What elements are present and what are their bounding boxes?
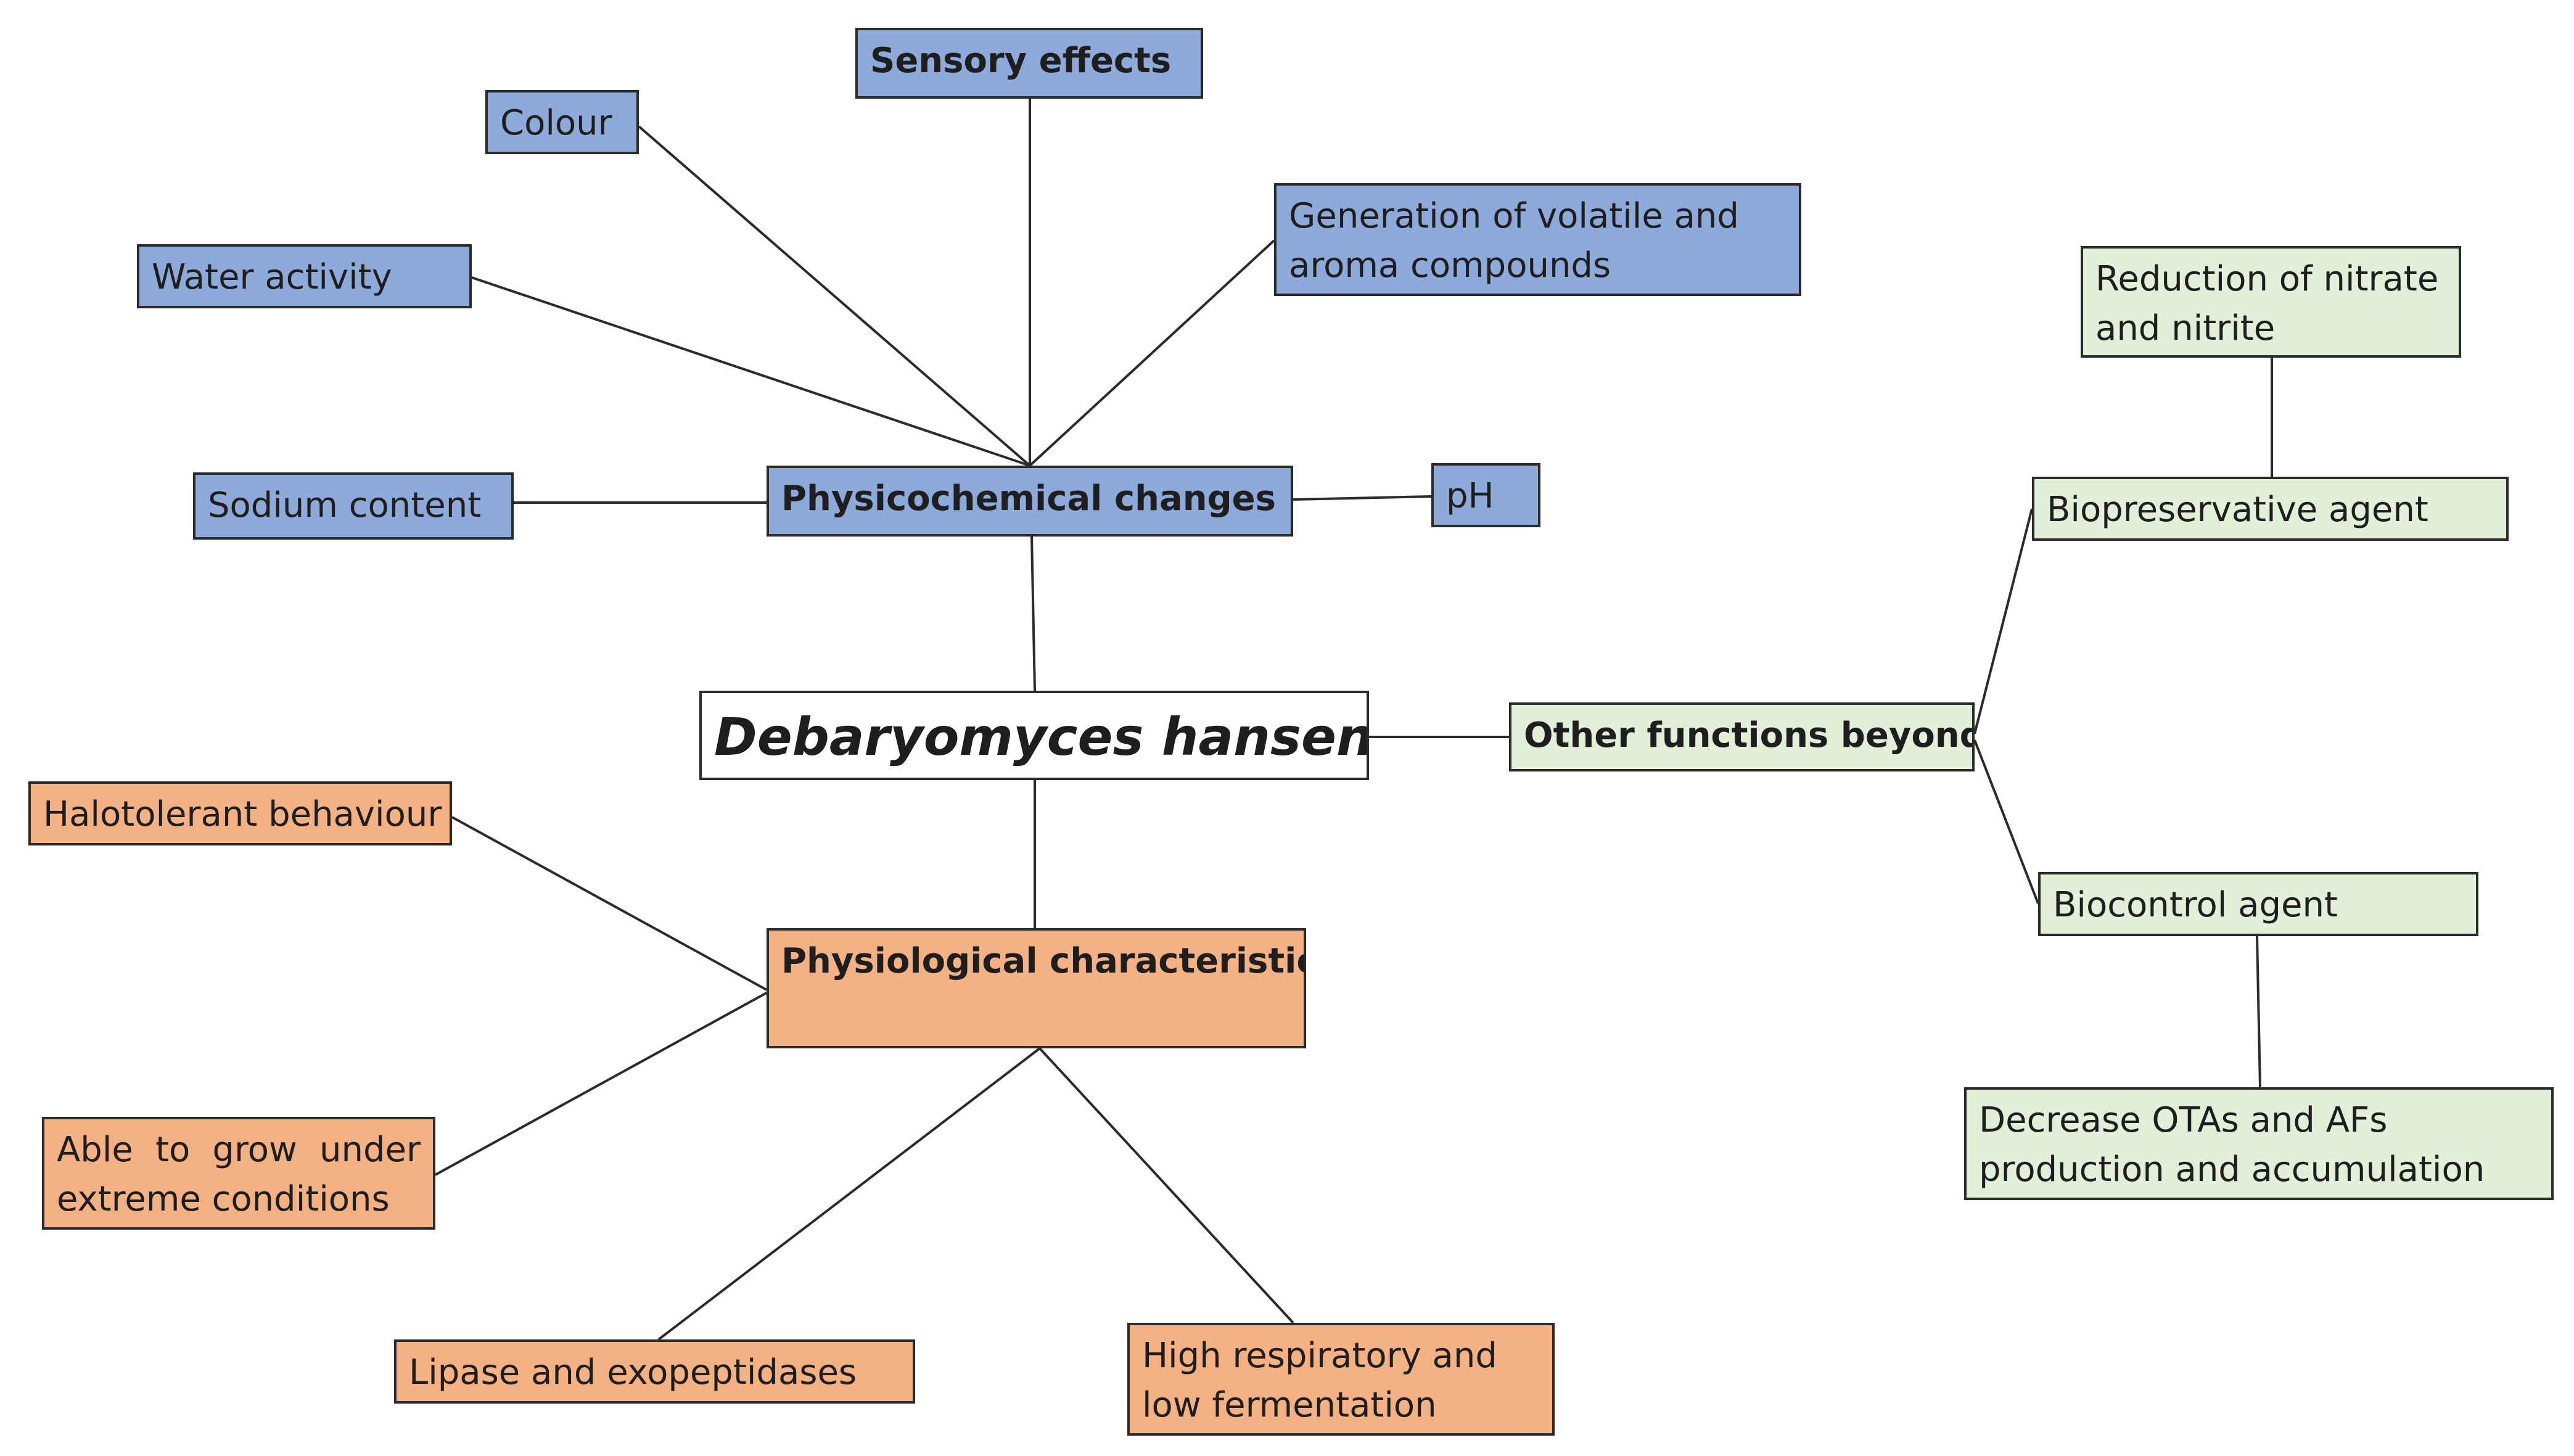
other-functions-label: Other functions beyond — [1524, 715, 1975, 755]
physiological-characteristics-node: Physiological characteristics — [767, 928, 1306, 1048]
link-physicochemical-central — [1030, 536, 1036, 691]
sodium-content-label: Sodium content — [208, 485, 482, 525]
colour-label: Colour — [500, 103, 612, 143]
ph-node: pH — [1431, 463, 1540, 527]
link-extreme — [435, 992, 767, 1176]
biopreservative-agent-node: Biopreservative agent — [2032, 477, 2509, 541]
lipase-label: Lipase and exopeptidases — [409, 1352, 857, 1392]
link-biopreservative — [1973, 508, 2033, 734]
otas-afs-label: Decrease OTAs and AFs production and acc… — [1979, 1100, 2485, 1190]
respiratory-node: High respiratory and low fermentation ac… — [1127, 1323, 1555, 1436]
otas-afs-node: Decrease OTAs and AFs production and acc… — [1964, 1087, 2554, 1200]
water-activity-node: Water activity — [137, 244, 472, 308]
link-respiratory — [1038, 1047, 1294, 1324]
sodium-content-node: Sodium content — [193, 472, 514, 540]
colour-node: Colour — [485, 90, 639, 154]
lipase-node: Lipase and exopeptidases — [394, 1339, 915, 1404]
nitrate-reduction-label: Reduction of nitrate and nitrite — [2095, 259, 2439, 348]
extreme-conditions-node: Able to grow under extreme conditions — [42, 1117, 435, 1230]
link-ph — [1293, 495, 1432, 501]
ph-label: pH — [1446, 476, 1494, 516]
sensory-effects-label: Sensory effects — [870, 41, 1172, 81]
central-label: Debaryomyces hansenii — [714, 707, 1369, 767]
link-biocontrol — [1973, 739, 2039, 904]
other-functions-node: Other functions beyond — [1509, 702, 1975, 771]
link-lipase — [657, 1047, 1041, 1341]
halotolerant-label: Halotolerant behaviour — [43, 794, 442, 834]
biopreservative-agent-label: Biopreservative agent — [2047, 490, 2428, 530]
central-node: Debaryomyces hansenii — [699, 691, 1369, 780]
link-colour — [638, 125, 1031, 467]
physiological-characteristics-label: Physiological characteristics — [781, 941, 1306, 981]
sensory-effects-node: Sensory effects — [855, 28, 1203, 99]
volatile-compounds-label: Generation of volatile and aroma compoun… — [1289, 196, 1739, 286]
biocontrol-agent-node: Biocontrol agent — [2038, 872, 2478, 936]
physicochemical-changes-label: Physicochemical changes — [781, 479, 1276, 519]
halotolerant-node: Halotolerant behaviour — [28, 781, 452, 845]
link-volatile — [1029, 239, 1275, 467]
nitrate-reduction-node: Reduction of nitrate and nitrite — [2081, 246, 2461, 358]
biocontrol-agent-label: Biocontrol agent — [2053, 885, 2338, 925]
link-otas — [2256, 936, 2261, 1088]
respiratory-label: High respiratory and low fermentation ac… — [1142, 1336, 1497, 1425]
water-activity-label: Water activity — [152, 257, 392, 297]
physicochemical-changes-node: Physicochemical changes — [767, 466, 1293, 537]
volatile-compounds-node: Generation of volatile and aroma compoun… — [1274, 183, 1801, 296]
link-halotolerant — [451, 816, 767, 991]
link-water-activity — [471, 276, 1030, 467]
extreme-conditions-label: Able to grow under extreme conditions — [57, 1130, 421, 1219]
